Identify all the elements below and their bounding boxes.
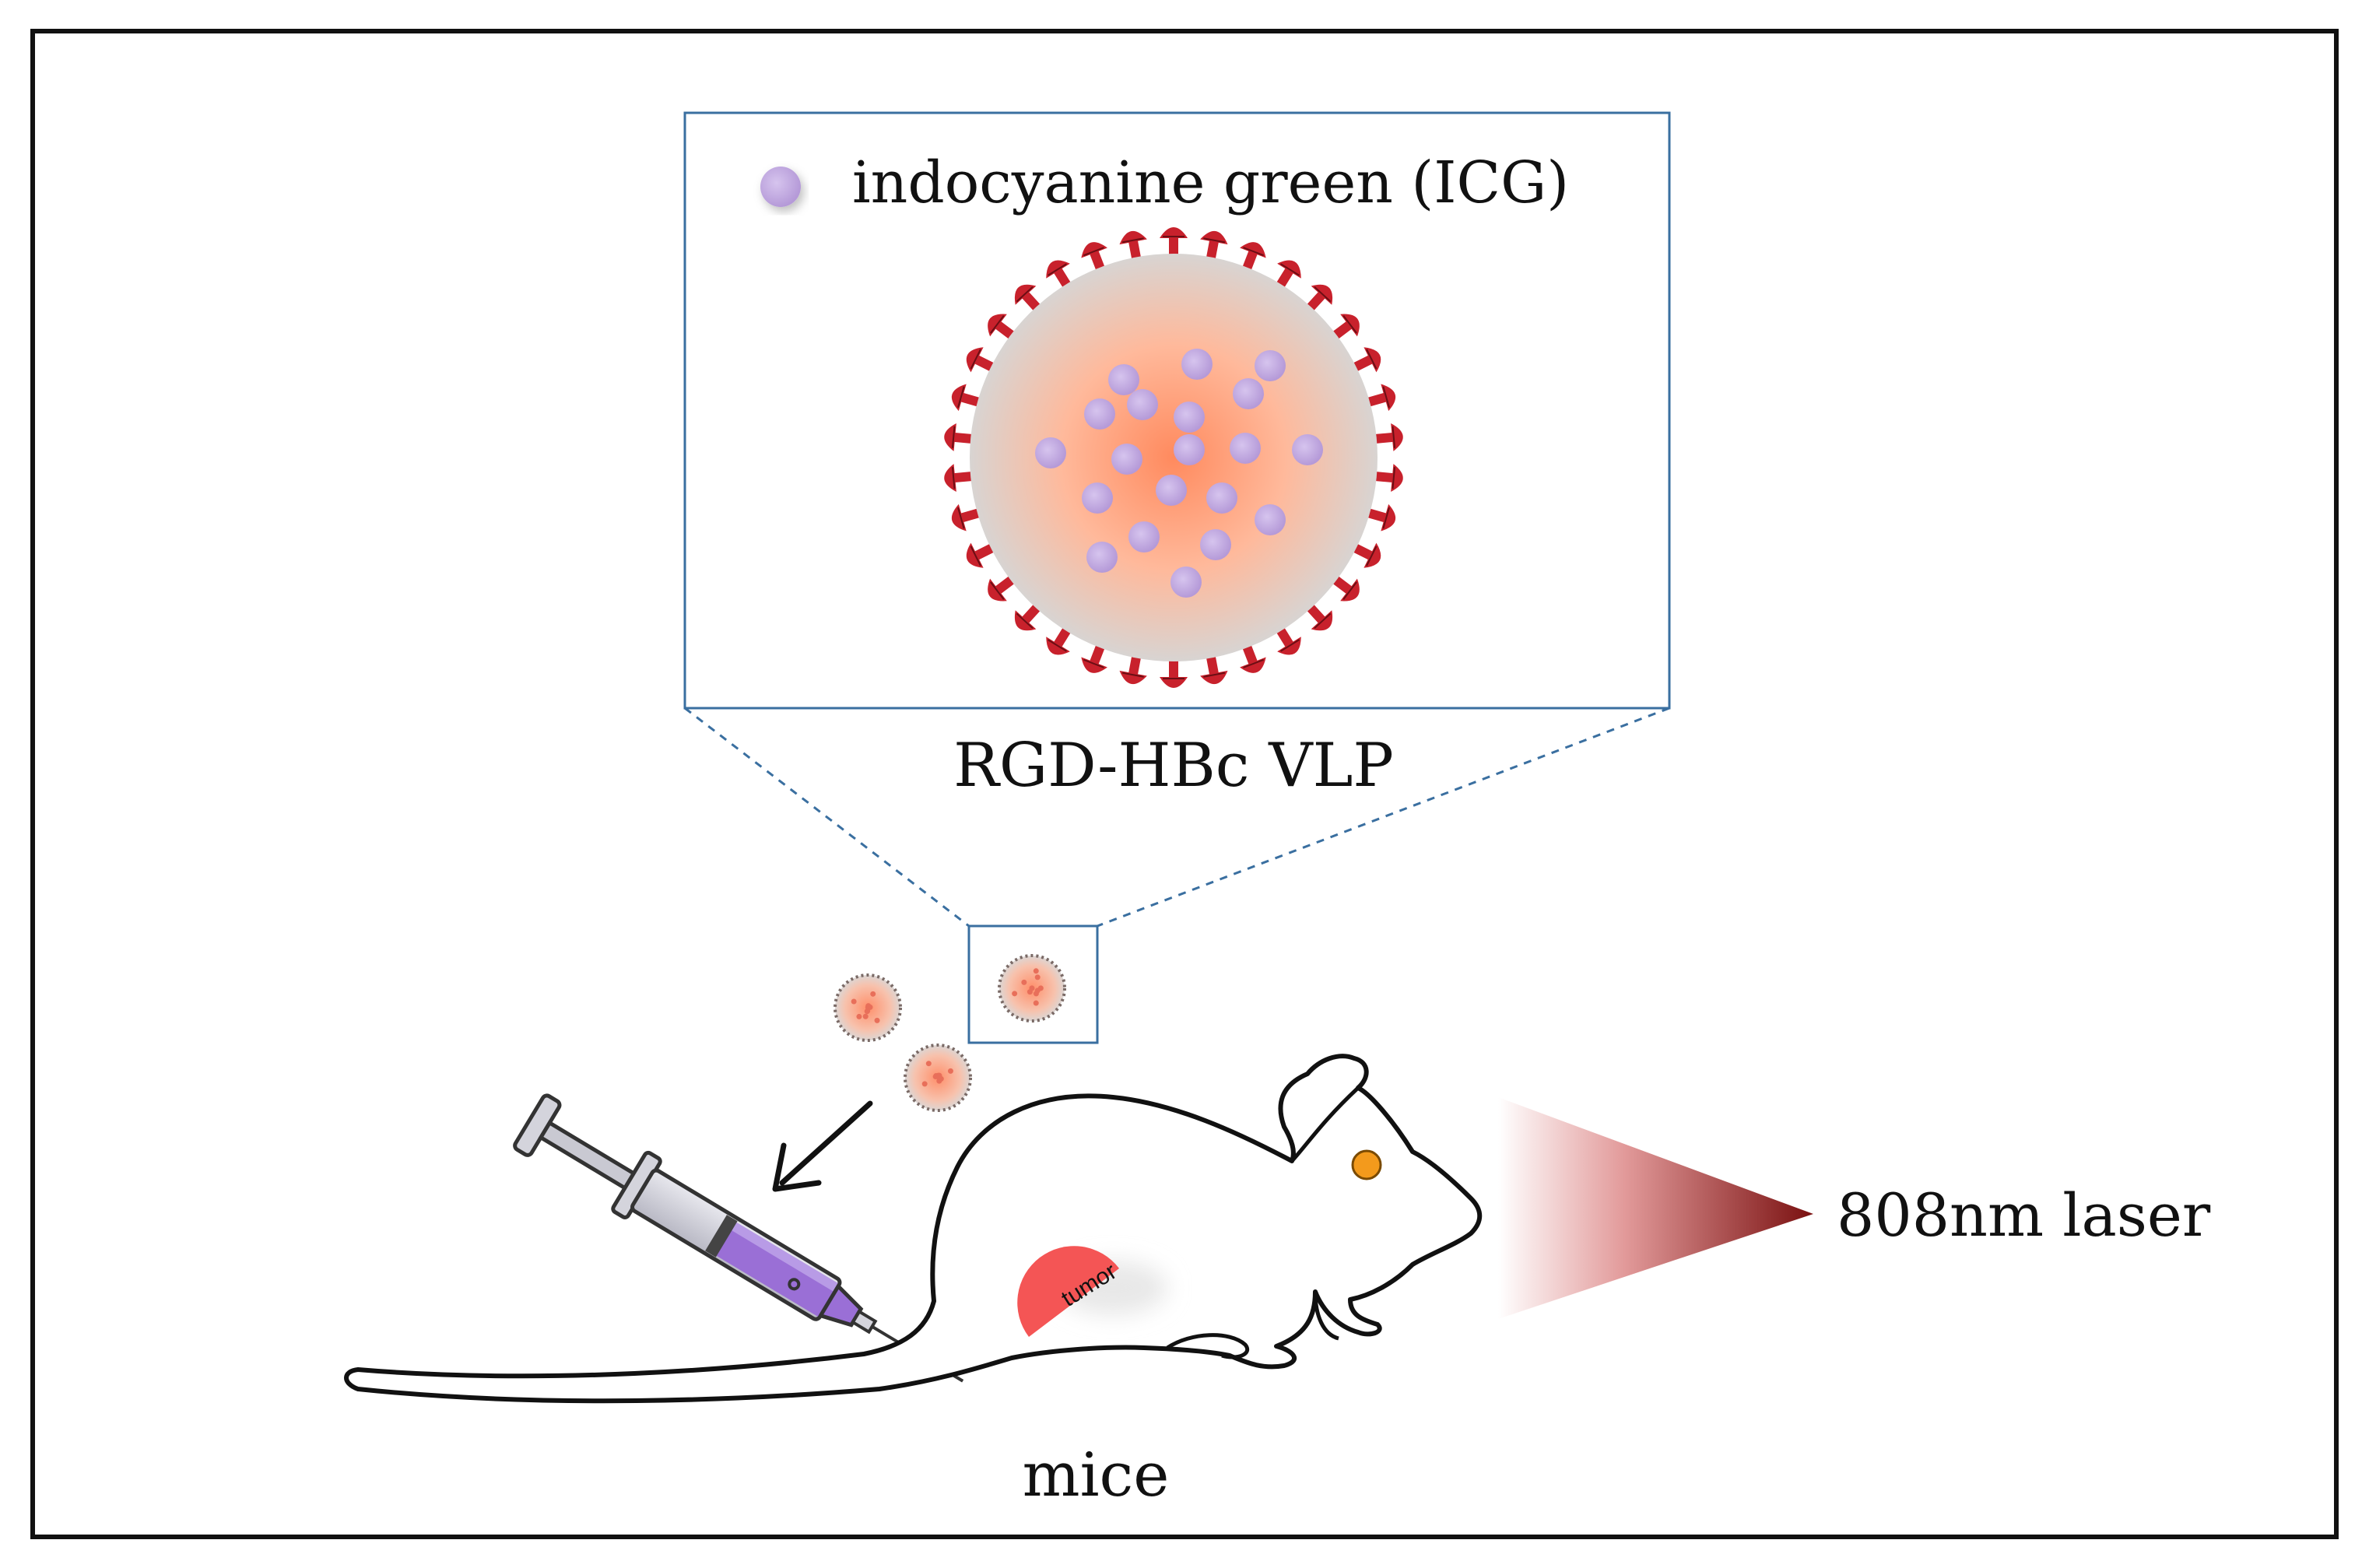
icg-dot (1233, 378, 1264, 409)
icg-dot-icon (760, 167, 801, 207)
mini-vlp (835, 975, 900, 1040)
icg-dot (1206, 482, 1237, 514)
icg-dot (1174, 402, 1205, 433)
icg-dot (1111, 444, 1142, 475)
icg-dot (1255, 504, 1286, 535)
vlp-label: RGD-HBc VLP (953, 731, 1394, 801)
legend: indocyanine green (ICG) (760, 149, 1569, 216)
icg-dot (1200, 529, 1231, 560)
icg-dot (1127, 389, 1158, 420)
icg-dot (1156, 475, 1187, 506)
mouse-icon (346, 1056, 1479, 1401)
mini-vlp (999, 956, 1065, 1021)
laser-beam-icon (1498, 1097, 1813, 1319)
laser-label: 808nm laser (1837, 1180, 2211, 1250)
icg-legend-label: indocyanine green (ICG) (852, 149, 1569, 216)
icg-dot (1255, 350, 1286, 381)
icg-dot (1082, 482, 1113, 514)
arrow-icon (775, 1103, 870, 1189)
icg-dot (1230, 433, 1261, 464)
mini-vlp-particles (835, 956, 1065, 1110)
icg-dot (1035, 437, 1066, 468)
icg-dot (1128, 521, 1160, 552)
mouse-body-outline (346, 1056, 1479, 1401)
icg-dot (1170, 567, 1202, 598)
mini-vlp (905, 1045, 970, 1110)
icg-dot (1292, 434, 1323, 465)
icg-dot (1084, 398, 1115, 430)
icg-dot (1181, 349, 1213, 380)
mice-label: mice (1023, 1440, 1170, 1510)
zoom-line-left (685, 708, 969, 926)
icg-dot (1174, 434, 1205, 465)
mouse-eye (1353, 1151, 1381, 1179)
icg-dot (1086, 542, 1118, 573)
icg-dot (1108, 364, 1139, 395)
